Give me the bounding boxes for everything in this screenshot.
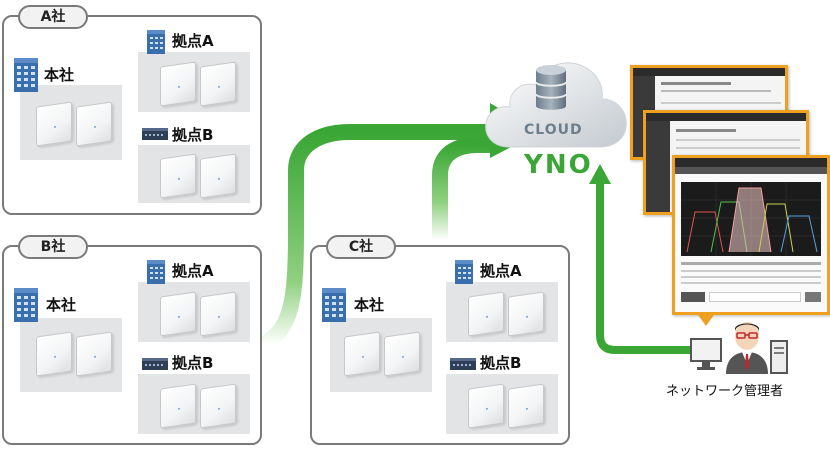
building-icon — [322, 288, 346, 322]
access-point-icon — [200, 383, 236, 429]
company-c-site-a-label: 拠点A — [480, 262, 522, 280]
network-switch-icon — [142, 128, 168, 140]
cloud-label: CLOUD — [524, 122, 583, 138]
arrow-admin — [596, 182, 690, 354]
access-point-icon — [344, 331, 380, 377]
access-point-icon — [160, 61, 196, 107]
access-point-icon — [468, 383, 504, 429]
access-point-icon — [160, 153, 196, 199]
access-point-icon — [36, 101, 72, 147]
company-c-site-b-label: 拠点B — [480, 354, 522, 372]
access-point-icon — [160, 383, 196, 429]
company-a-label: A社 — [18, 5, 88, 29]
access-point-icon — [160, 291, 196, 337]
building-icon — [14, 288, 38, 322]
arrow-head-admin — [589, 164, 611, 184]
access-point-icon — [508, 383, 544, 429]
access-point-icon — [200, 61, 236, 107]
database-icon — [535, 65, 567, 110]
company-b-label: B社 — [18, 235, 88, 259]
access-point-icon — [508, 291, 544, 337]
admin-person-icon — [726, 322, 768, 374]
company-a-site-a-label: 拠点A — [172, 32, 214, 50]
access-point-icon — [468, 291, 504, 337]
monitor-icon — [690, 338, 722, 370]
management-screen-icon — [672, 155, 830, 315]
building-icon — [455, 260, 473, 284]
screen-pointer — [696, 312, 716, 326]
arrow-company-c — [432, 137, 492, 240]
spectrum-graph — [681, 182, 821, 256]
building-icon — [14, 58, 38, 92]
access-point-icon — [76, 331, 112, 377]
access-point-icon — [36, 331, 72, 377]
company-b-hq-label: 本社 — [46, 296, 77, 314]
building-icon — [147, 260, 165, 284]
network-switch-icon — [450, 358, 476, 370]
access-point-icon — [384, 331, 420, 377]
company-a-hq-label: 本社 — [44, 66, 75, 84]
access-point-icon — [76, 101, 112, 147]
building-icon — [147, 30, 165, 54]
company-c-hq-label: 本社 — [354, 296, 385, 314]
access-point-icon — [200, 291, 236, 337]
company-c-label: C社 — [326, 235, 396, 259]
company-b-site-a-label: 拠点A — [172, 262, 214, 280]
company-b-site-b-label: 拠点B — [172, 354, 214, 372]
arrow-company-b — [258, 124, 492, 353]
yno-service-name: YNO — [524, 150, 593, 180]
computer-tower-icon — [770, 340, 788, 374]
company-a-site-b-label: 拠点B — [172, 126, 214, 144]
network-switch-icon — [142, 358, 168, 370]
admin-label: ネットワーク管理者 — [666, 384, 784, 399]
access-point-icon — [200, 153, 236, 199]
